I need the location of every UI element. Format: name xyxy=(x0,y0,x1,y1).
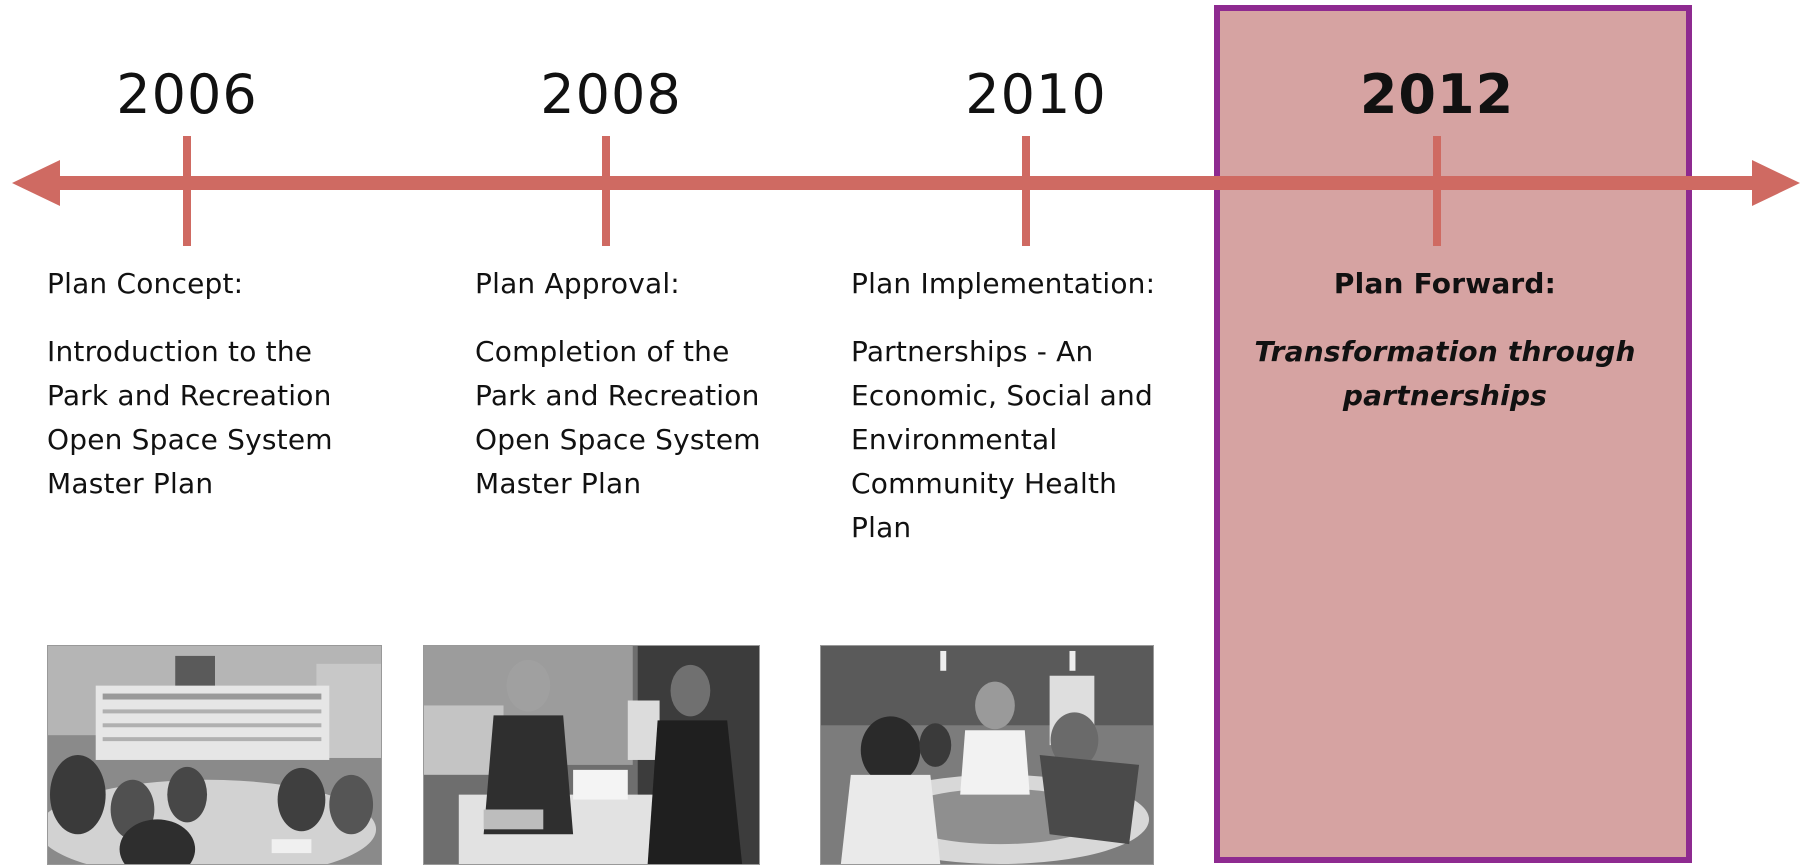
timeline-axis xyxy=(12,136,1800,246)
milestone-heading: Plan Implementation: xyxy=(851,267,1156,300)
milestone-description: Introduction to the Park and Recreation … xyxy=(47,335,333,500)
milestone-2008: Plan Approval: Completion of the Park an… xyxy=(475,262,761,506)
milestone-heading: Plan Forward: xyxy=(1333,267,1557,300)
year-2012: 2012 xyxy=(1359,63,1515,126)
right-arrowhead-icon xyxy=(1752,160,1800,206)
current-period-highlight xyxy=(1214,5,1692,863)
photo-outdoor-discussion xyxy=(423,645,760,865)
milestone-2006: Plan Concept: Introduction to the Park a… xyxy=(47,262,333,506)
milestone-heading: Plan Concept: xyxy=(47,267,244,300)
milestone-heading: Plan Approval: xyxy=(475,267,680,300)
milestone-2010: Plan Implementation: Partnerships - An E… xyxy=(851,262,1155,550)
left-arrowhead-icon xyxy=(12,160,60,206)
photo-map-workshop xyxy=(820,645,1154,865)
year-2008: 2008 xyxy=(540,63,682,126)
year-2010: 2010 xyxy=(965,63,1107,126)
milestone-2012: Plan Forward: Transformation through par… xyxy=(1231,262,1659,418)
photo-workshop-meeting xyxy=(47,645,382,865)
year-2006: 2006 xyxy=(116,63,258,126)
milestone-description: Partnerships - An Economic, Social and E… xyxy=(851,335,1153,544)
milestone-description: Transformation through partnerships xyxy=(1254,335,1636,412)
milestone-description: Completion of the Park and Recreation Op… xyxy=(475,335,761,500)
